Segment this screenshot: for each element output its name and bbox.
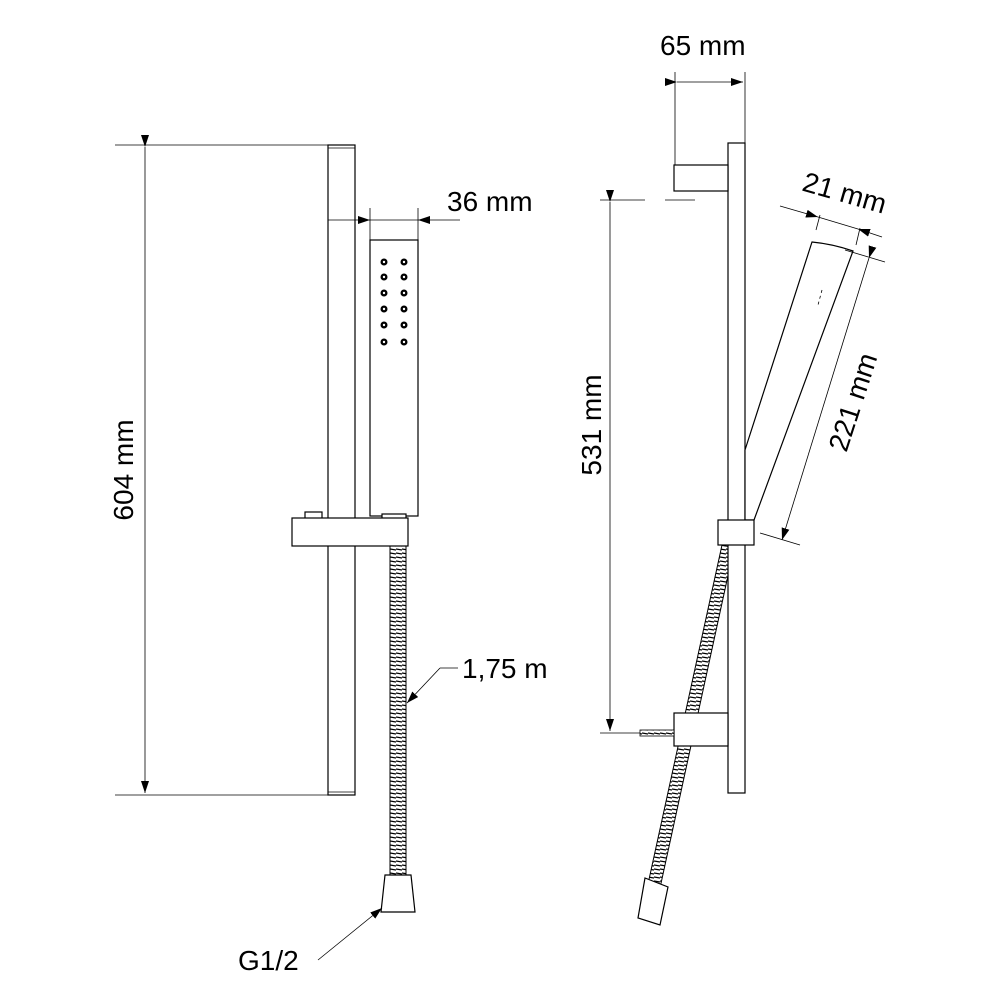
dimension-line-221	[781, 245, 877, 541]
slide-rail	[327, 144, 356, 796]
hose	[389, 545, 407, 879]
label-handset-depth: 21 mm	[799, 166, 890, 219]
slide-rail-side	[727, 142, 746, 794]
slider-side	[717, 519, 755, 546]
label-wall-projection: 65 mm	[660, 30, 746, 61]
leader-hose	[406, 667, 441, 704]
label-connection: G1/2	[238, 945, 299, 976]
hand-shower	[369, 239, 419, 517]
label-handset-width: 36 mm	[447, 186, 533, 217]
wall-plug	[639, 729, 675, 737]
bottom-wall-bracket	[673, 712, 729, 747]
label-bracket-spacing: 531 mm	[576, 374, 607, 475]
hand-shower-side	[744, 241, 854, 521]
spray-nozzles	[380, 258, 408, 346]
hose-connector-side	[637, 877, 669, 926]
label-hose-length: 1,75 m	[462, 653, 548, 684]
front-view: 604 mm 36 mm 1,75 m G1/2	[108, 135, 548, 976]
hose-connector	[380, 874, 416, 913]
slider-bracket	[291, 517, 409, 547]
label-handset-length: 221 mm	[823, 349, 884, 455]
leader-connection	[317, 907, 383, 961]
top-wall-bracket	[673, 164, 729, 192]
side-view: 65 mm 531 mm 21 mm 221 mm	[576, 30, 890, 926]
label-rail-height: 604 mm	[108, 419, 139, 520]
dimension-line-21	[857, 228, 883, 238]
